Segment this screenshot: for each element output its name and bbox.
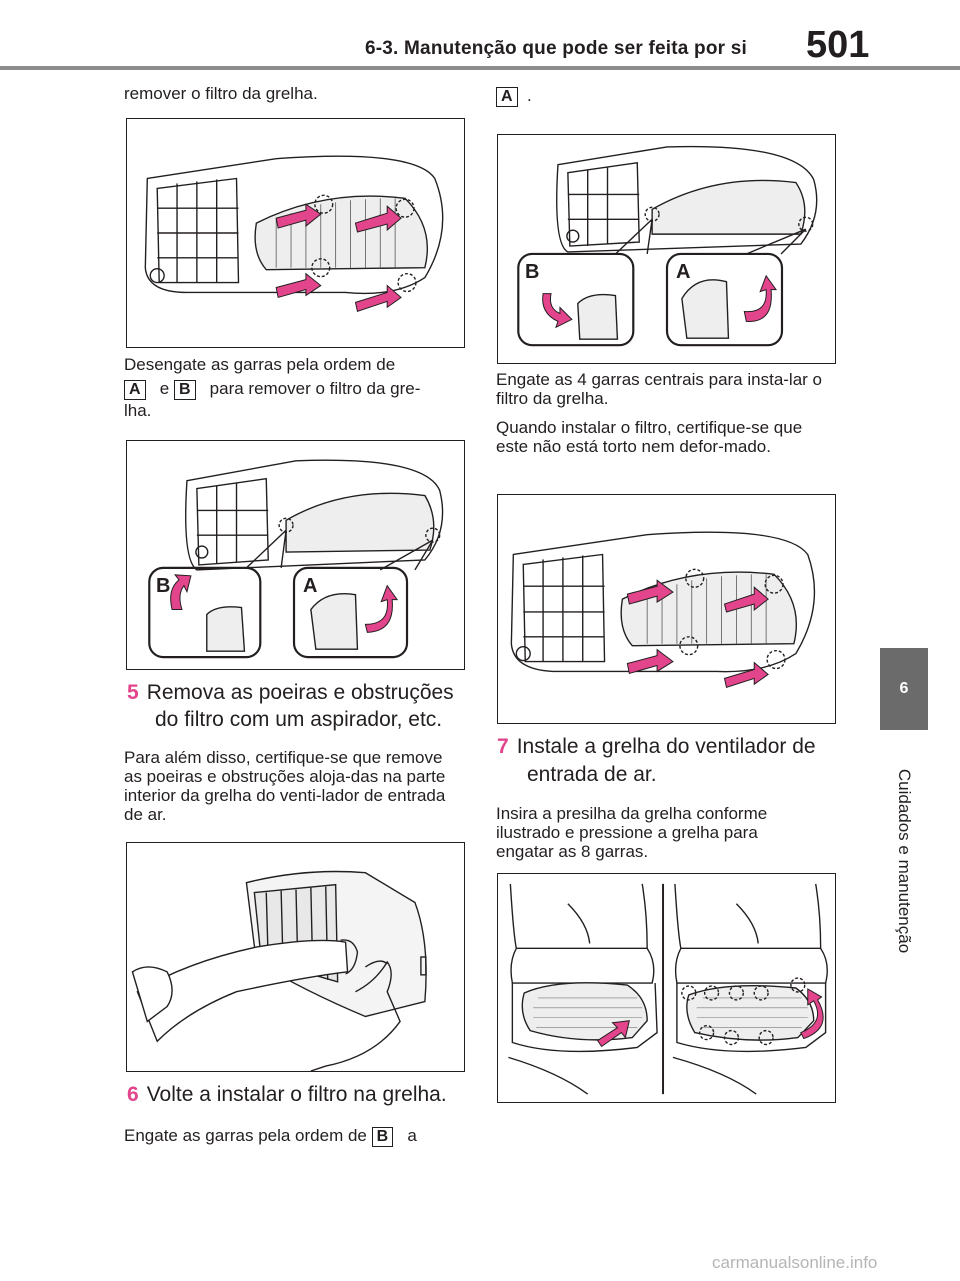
step-5-paragraph: Para além disso, certifique-se que remov…: [124, 748, 446, 824]
intro-paragraph: remover o filtro da grelha.: [124, 84, 318, 103]
figure-grille-install: [497, 494, 836, 724]
figure-label-a: A: [676, 261, 691, 283]
step-5-heading-cont: do filtro com um aspirador, etc.: [155, 708, 443, 731]
disengage-line-2: A e B para remover o filtro da gre-: [124, 379, 420, 400]
figure-label-a: A: [303, 575, 318, 597]
figure-claw-detail: B A: [126, 440, 465, 670]
watermark: carmanualsonline.info: [712, 1253, 878, 1272]
step-7-paragraph: Insira a presilha da grelha conforme ilu…: [496, 804, 768, 861]
disengage-line-3: lha.: [124, 401, 152, 420]
chapter-title: Cuidados e manutenção: [895, 768, 914, 954]
badge-a: A: [496, 87, 518, 107]
figure-grille-removal: [126, 118, 465, 348]
badge-b: B: [371, 1127, 394, 1147]
figure-label-b: B: [156, 575, 171, 597]
badge-b: B: [173, 380, 196, 400]
step-7-heading-cont: entrada de ar.: [527, 763, 657, 786]
figure-grille-seat: [497, 873, 836, 1103]
page-number: 501: [806, 24, 870, 66]
header-rule: [0, 66, 960, 70]
badge-a: A: [124, 380, 146, 400]
disengage-line-1: Desengate as garras pela ordem de: [124, 355, 396, 374]
figure-claw-install: B A: [497, 134, 836, 364]
figure-vacuum: [126, 842, 465, 1072]
chapter-tab[interactable]: 6: [880, 648, 928, 730]
figure-label-b: B: [525, 261, 540, 283]
continuation-line: A .: [496, 86, 532, 107]
section-title: 6-3. Manutenção que pode ser feita por s…: [365, 38, 747, 59]
step-6-paragraph: Engate as garras pela ordem de B a: [124, 1126, 417, 1147]
install-paragraph: Quando instalar o filtro, certifique-se …: [496, 418, 803, 456]
engage-paragraph: Engate as 4 garras centrais para insta-l…: [496, 370, 823, 408]
